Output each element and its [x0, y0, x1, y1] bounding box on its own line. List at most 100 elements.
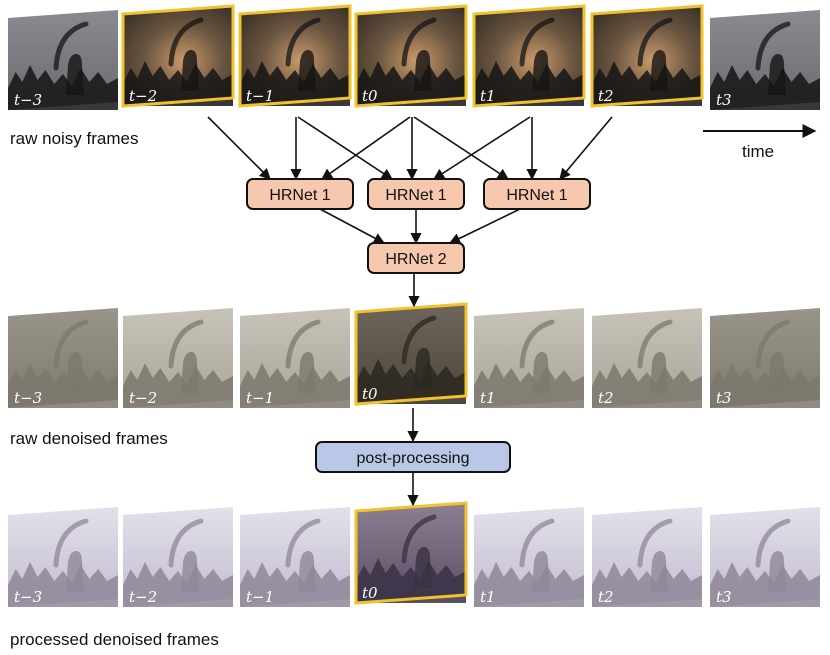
frame-light-arc-denoised-3 [401, 315, 437, 365]
frame-trees-denoised-3 [356, 359, 466, 404]
frame-label-processed-2: t−1 [246, 588, 274, 606]
arrow-t2-to-hrnet1-right [559, 116, 613, 180]
frame-label-noisy-5: t2 [598, 87, 614, 105]
frame-label-denoised-6: t3 [716, 389, 732, 407]
frame-person-processed-0 [66, 551, 84, 592]
hrnet1-box-center: HRNet 1 [367, 178, 465, 210]
frame-light-arc-noisy-4 [519, 17, 555, 67]
frame-label-processed-3: t0 [362, 584, 378, 602]
hrnet1-box-right: HRNet 1 [483, 178, 591, 210]
frame-light-arc-noisy-0 [53, 21, 89, 71]
frame-light-arc-processed-3 [401, 514, 437, 564]
caption-processed-denoised: processed denoised frames [10, 630, 219, 649]
frame-trees-noisy-6 [710, 65, 820, 110]
frame-light-arc-denoised-6 [755, 319, 791, 369]
frame-highlight-noisy-5 [590, 4, 704, 108]
frame-denoised-1: t−2 [123, 308, 233, 408]
frame-highlight-noisy-2 [238, 4, 352, 108]
arrow-tm2-to-hrnet1-left [207, 116, 271, 180]
frame-person-processed-1 [181, 551, 199, 592]
frame-trees-processed-6 [710, 562, 820, 607]
hrnet1-box-center-shape [367, 178, 465, 210]
frame-noisy-5: t2 [590, 4, 704, 108]
frame-trees-processed-5 [592, 562, 702, 607]
arrow-t0-to-hrnet1-right [413, 116, 509, 180]
frame-trees-noisy-2 [240, 61, 350, 106]
frame-label-denoised-5: t2 [598, 389, 614, 407]
time-label: time [742, 142, 774, 161]
frame-person-processed-3 [414, 547, 432, 588]
frame-highlight-processed-3 [354, 501, 468, 605]
frame-trees-processed-0 [8, 562, 118, 607]
frame-light-arc-processed-0 [53, 518, 89, 568]
frame-processed-1: t−2 [123, 507, 233, 607]
hrnet2-box: HRNet 2 [367, 242, 465, 274]
arrow-t0-to-hrnet1-left [321, 116, 411, 180]
frame-person-processed-6 [768, 551, 786, 592]
frame-trees-denoised-2 [240, 363, 350, 408]
frame-noisy-6: t3 [710, 10, 820, 110]
frame-denoised-5: t2 [592, 308, 702, 408]
frame-light-arc-processed-1 [168, 518, 204, 568]
frame-light-arc-denoised-4 [519, 319, 555, 369]
frame-light-arc-noisy-2 [285, 17, 321, 67]
frame-light-arc-processed-2 [285, 518, 321, 568]
frame-trees-denoised-5 [592, 363, 702, 408]
post-processing-box-label: post-processing [357, 450, 470, 467]
frame-noisy-0: t−3 [8, 10, 118, 110]
frame-trees-denoised-4 [474, 363, 584, 408]
hrnet1-box-right-label: HRNet 1 [506, 187, 567, 204]
frame-label-noisy-1: t−2 [129, 87, 157, 105]
frame-light-arc-noisy-1 [168, 17, 204, 67]
frame-person-noisy-6 [768, 54, 786, 95]
frame-label-denoised-3: t0 [362, 385, 378, 403]
frame-light-arc-processed-5 [637, 518, 673, 568]
arrow-t1-to-hrnet1-center [433, 116, 531, 180]
frame-label-processed-6: t3 [716, 588, 732, 606]
frame-person-denoised-5 [650, 352, 668, 393]
frame-denoised-4: t1 [474, 308, 584, 408]
frame-person-noisy-3 [414, 50, 432, 91]
hrnet1-box-right-shape [483, 178, 591, 210]
frame-label-denoised-2: t−1 [246, 389, 274, 407]
frame-denoised-2: t−1 [240, 308, 350, 408]
frame-label-denoised-0: t−3 [14, 389, 42, 407]
frame-person-noisy-1 [181, 50, 199, 91]
frame-processed-3: t0 [354, 501, 468, 605]
frame-light-arc-processed-6 [755, 518, 791, 568]
caption-raw-noisy: raw noisy frames [10, 129, 138, 148]
post-processing-box-shape [315, 441, 511, 473]
frame-label-processed-4: t1 [480, 588, 496, 606]
frame-person-denoised-1 [181, 352, 199, 393]
hrnet1-box-left: HRNet 1 [246, 178, 354, 210]
frame-person-denoised-2 [298, 352, 316, 393]
frame-trees-processed-3 [356, 558, 466, 603]
frame-person-processed-4 [532, 551, 550, 592]
frame-label-processed-5: t2 [598, 588, 614, 606]
frame-noisy-4: t1 [472, 4, 586, 108]
frame-light-arc-processed-4 [519, 518, 555, 568]
frame-highlight-noisy-4 [472, 4, 586, 108]
hrnet1-box-left-shape [246, 178, 354, 210]
frame-processed-5: t2 [592, 507, 702, 607]
frame-light-arc-noisy-6 [755, 21, 791, 71]
hrnet2-box-label: HRNet 2 [385, 251, 446, 268]
frame-trees-processed-4 [474, 562, 584, 607]
hrnet2-box-shape [367, 242, 465, 274]
frame-person-processed-5 [650, 551, 668, 592]
hrnet1-box-center-label: HRNet 1 [385, 187, 446, 204]
frame-trees-processed-1 [123, 562, 233, 607]
frame-light-arc-denoised-1 [168, 319, 204, 369]
frame-person-noisy-4 [532, 50, 550, 91]
frame-trees-denoised-1 [123, 363, 233, 408]
frame-person-denoised-6 [768, 352, 786, 393]
arrow-tm1-to-hrnet1-center [297, 116, 393, 180]
hrnet1-box-left-label: HRNet 1 [269, 187, 330, 204]
frame-label-noisy-0: t−3 [14, 91, 42, 109]
frame-person-noisy-0 [66, 54, 84, 95]
frame-light-arc-denoised-2 [285, 319, 321, 369]
frame-trees-noisy-3 [356, 61, 466, 106]
frame-light-arc-noisy-3 [401, 17, 437, 67]
frame-noisy-1: t−2 [121, 4, 235, 108]
